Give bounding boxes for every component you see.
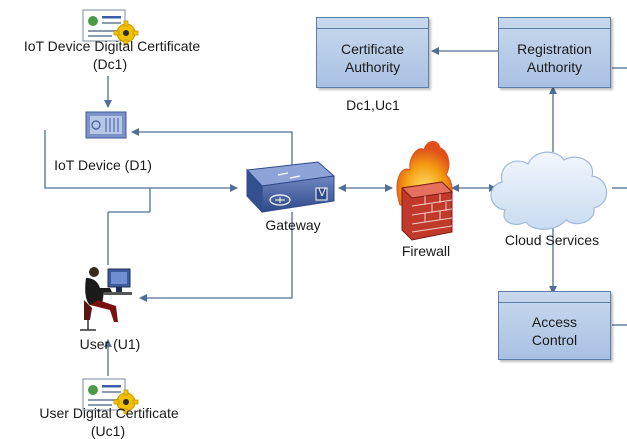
- certificate-authority-label: Certificate Authority: [340, 40, 405, 75]
- box-header-bar: [317, 18, 428, 29]
- gateway-badge: V: [318, 187, 326, 199]
- iot-certificate-id: (Dc1): [92, 56, 128, 72]
- firewall-icon: [396, 141, 454, 241]
- user-certificate-id: (Uc1): [90, 423, 126, 439]
- user-at-computer-icon: [80, 267, 132, 331]
- firewall-label: Firewall: [401, 243, 451, 259]
- user-label: User (U1): [79, 336, 141, 352]
- ca-issued-certs-label: Dc1,Uc1: [346, 97, 400, 113]
- user-gear-seal-icon: [113, 389, 139, 415]
- certificate-authority-box: Certificate Authority: [316, 17, 429, 88]
- cloud-icon: [490, 151, 608, 230]
- access-control-box: Access Control: [498, 291, 611, 360]
- router-icon: [245, 161, 336, 214]
- iot-device-label: IoT Device (D1): [54, 157, 152, 173]
- edge-device-to-gateway: [44, 130, 238, 192]
- cloud-services-label: Cloud Services: [504, 232, 600, 248]
- gateway-label: Gateway: [265, 217, 321, 233]
- edge-gateway-to-user: [139, 212, 293, 302]
- box-header-bar: [499, 18, 610, 29]
- device-icon: [85, 111, 127, 139]
- box-header-bar: [499, 292, 610, 303]
- iot-certificate-title: IoT Device Digital Certificate: [23, 38, 201, 54]
- access-control-label: Access Control: [531, 313, 578, 348]
- user-certificate-title: User Digital Certificate: [39, 405, 179, 421]
- edge-gateway-to-device: [131, 128, 293, 165]
- registration-authority-label: Registration Authority: [517, 40, 592, 75]
- connectors: [44, 47, 627, 376]
- registration-authority-box: Registration Authority: [498, 17, 611, 88]
- gear-seal-icon: [113, 20, 139, 46]
